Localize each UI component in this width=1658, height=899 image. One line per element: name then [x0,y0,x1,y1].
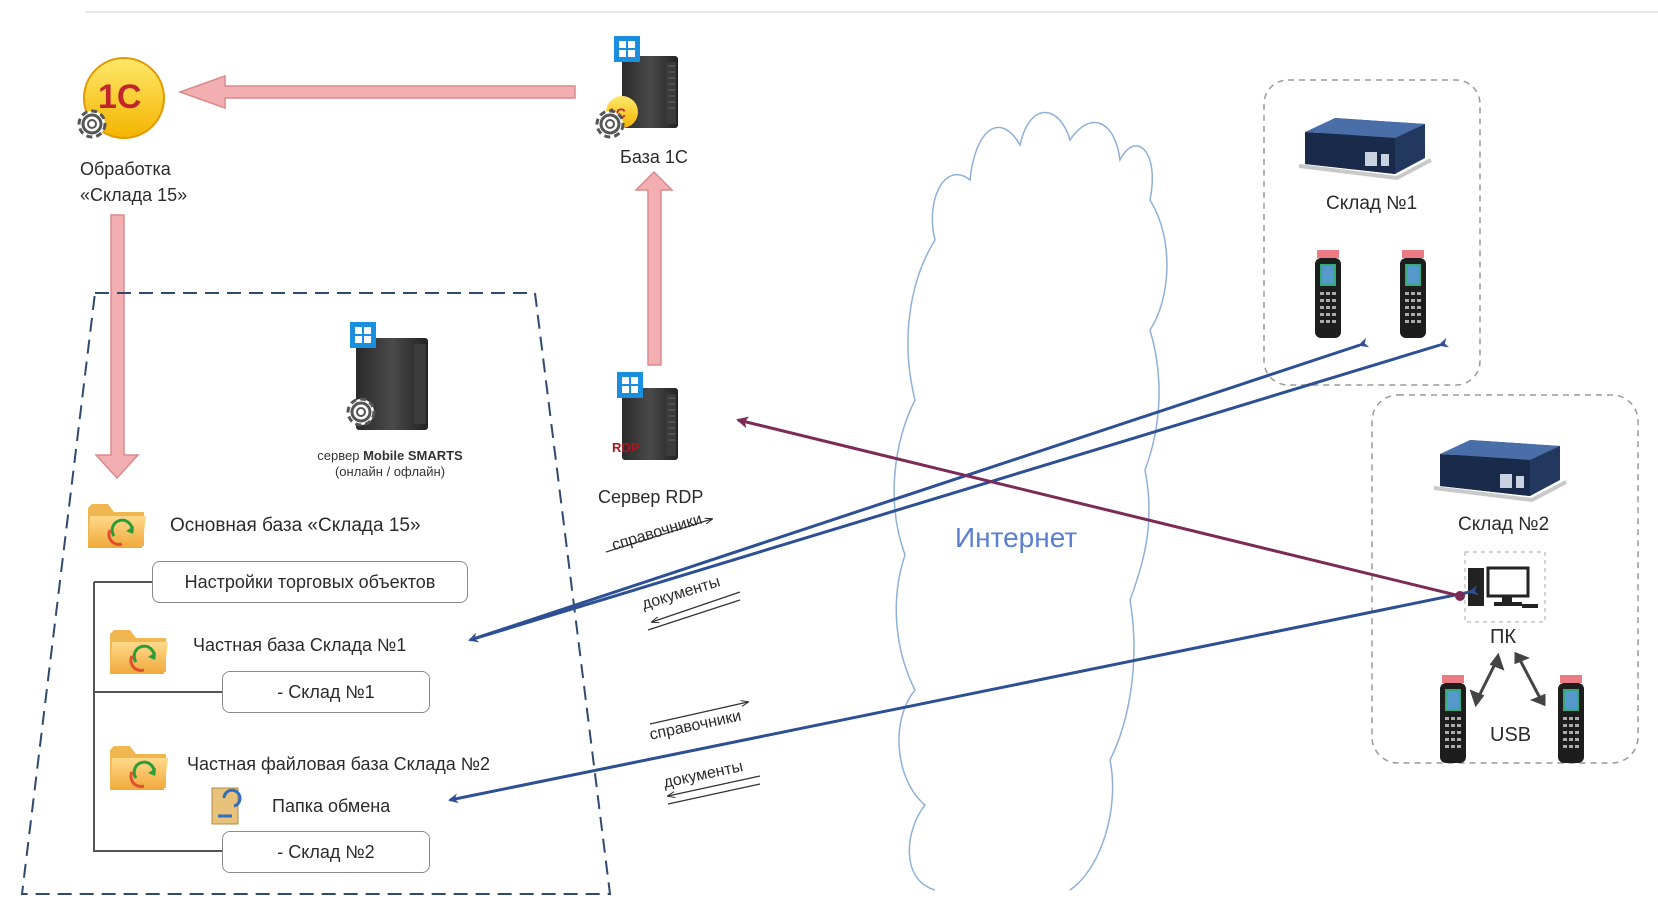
1c-logo-icon: 1С [77,57,165,139]
svg-text:1С: 1С [98,78,141,116]
ms-mode: (онлайн / офлайн) [334,464,446,479]
rdp-server-label: Сервер RDP [598,487,704,507]
warehouse-1-scanner-icon [1400,250,1426,338]
warehouse-2-scanner-icon [1440,675,1466,763]
link-pc-to-rdp [736,416,1461,598]
ms-brand: Mobile SMARTS [363,448,463,463]
flow-upper-refs-arrow [605,519,712,553]
processing-1c-line1: Обработка [80,159,171,179]
private-base-2-folder-icon [108,744,170,792]
pc-label: ПК [1490,626,1517,648]
warehouse-1-frame [1263,79,1481,386]
warehouse-2-building-icon [1432,438,1568,502]
private-base-2-label: Частная файловая база Склада №2 [187,754,491,774]
rdp-badge: RDP [612,440,640,455]
arrow-base1c-to-processing [177,74,576,110]
warehouse-1-label: Склад №1 [1326,193,1418,214]
private-base-1-label: Частная база Склада №1 [193,635,407,655]
mobile-smarts-server-icon [346,322,428,430]
warehouse-2-frame [1371,394,1639,764]
ms-prefix: сервер [317,448,364,463]
arrow-rdp-to-base1c [634,170,674,366]
internet-label: Интернет [955,522,1078,553]
flow-lower-refs-arrow [649,702,748,725]
warehouse-1-building-icon [1297,116,1433,180]
warehouse-2-label: Склад №2 [1458,514,1550,535]
tree-connectors [93,581,222,852]
base-1c-label: База 1С [620,147,688,167]
exchange-folder-icon [211,787,242,825]
arrow-processing-to-main-base [94,214,140,480]
warehouse-1-box: - Склад №1 [222,671,430,713]
pc-connection-dot [1455,591,1465,601]
link-exchange-to-pc [448,585,1479,804]
settings-box: Настройки торговых объектов [152,561,468,603]
internet-cloud [893,111,1168,891]
private-base-1-folder-icon [108,628,170,676]
usb-arrows [1469,651,1546,708]
processing-1c-label: Обработка «Склада 15» [80,156,187,208]
flow-upper-docs-arrow [652,591,741,622]
warehouse-1-scanner-icon [1315,250,1341,338]
warehouse-2-box: - Склад №2 [222,831,430,873]
flow-lower-docs-arrow [668,775,761,796]
exchange-folder-label: Папка обмена [272,796,391,816]
pc-icon [1468,566,1538,608]
mobile-smarts-frame [20,292,612,895]
warehouse-2-scanner-icon [1558,675,1584,763]
usb-label: USB [1490,724,1532,746]
base-1c-server-icon: 1С [595,36,679,139]
mobile-smarts-label: сервер Mobile SMARTS (онлайн / офлайн) [310,448,470,480]
main-base-folder-icon [86,502,148,550]
main-base-label: Основная база «Склада 15» [170,515,421,536]
processing-1c-line2: «Склада 15» [80,185,188,205]
